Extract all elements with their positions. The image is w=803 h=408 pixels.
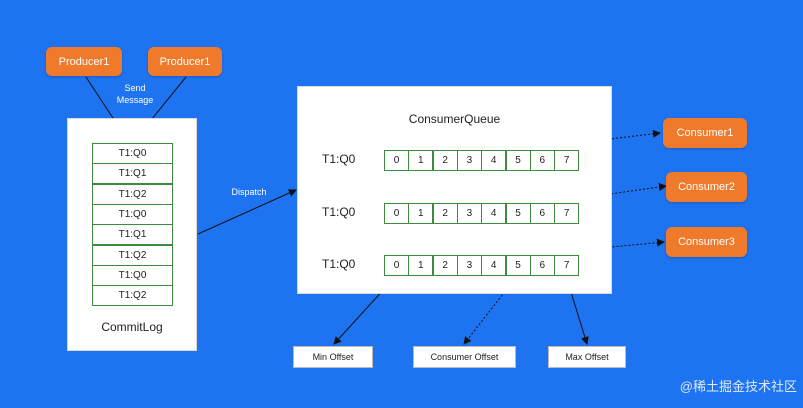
queue-cell: 7 <box>554 150 580 171</box>
queue-cell: 5 <box>505 255 531 276</box>
max-offset-box: Max Offset <box>548 346 626 368</box>
queue-cell: 3 <box>456 255 482 276</box>
commitlog-entry: T1:Q2 <box>92 244 173 266</box>
producer-box-2: Producer1 <box>148 47 222 76</box>
consumer-box-1: Consumer1 <box>663 118 747 148</box>
queue-cell: 5 <box>505 203 531 224</box>
commitlog-entry: T1:Q0 <box>92 203 173 225</box>
queue-cell: 3 <box>456 150 482 171</box>
queue-cell: 6 <box>529 150 555 171</box>
consumer-box-2: Consumer2 <box>666 172 747 202</box>
send-label-line1: Send <box>124 83 146 93</box>
queue-cell: 7 <box>554 255 580 276</box>
queue-cell: 2 <box>432 203 458 224</box>
send-label-line2: Message <box>116 95 154 105</box>
queue-cell: 0 <box>384 203 409 224</box>
queue-cell: 1 <box>408 150 434 171</box>
consumerqueue-title: ConsumerQueue <box>408 112 501 126</box>
producer-box-1: Producer1 <box>46 47 122 76</box>
queue-row-label: T1:Q0 <box>322 257 356 271</box>
watermark: @稀土掘金技术社区 <box>679 379 797 394</box>
commitlog-entry: T1:Q2 <box>92 285 173 307</box>
commitlog-entry: T1:Q1 <box>92 224 173 246</box>
queue-cell: 1 <box>408 203 434 224</box>
queue-cell: 6 <box>529 203 555 224</box>
send-message-label: Send Message <box>104 82 166 106</box>
queue-cell: 0 <box>384 255 409 276</box>
commitlog-entry: T1:Q0 <box>92 264 173 286</box>
dispatch-label: Dispatch <box>231 187 267 197</box>
queue-cell: 2 <box>432 150 458 171</box>
commitlog-entry: T1:Q1 <box>92 163 173 185</box>
queue-row-label: T1:Q0 <box>322 205 356 219</box>
queue-cell: 4 <box>481 255 507 276</box>
arrow-dispatch <box>197 189 297 235</box>
consumer-box-3: Consumer3 <box>666 227 747 257</box>
queue-cell: 4 <box>481 150 507 171</box>
consumer-offset-box: Consumer Offset <box>413 346 516 368</box>
queue-cell: 6 <box>529 255 555 276</box>
min-offset-box: Min Offset <box>293 346 373 368</box>
queue-cell: 7 <box>554 203 580 224</box>
commitlog-title: CommitLog <box>101 320 163 334</box>
queue-cell: 5 <box>505 150 531 171</box>
commitlog-entry: T1:Q0 <box>92 143 173 164</box>
queue-cell: 3 <box>456 203 482 224</box>
queue-cell: 4 <box>481 203 507 224</box>
queue-cell: 2 <box>432 255 458 276</box>
commitlog-entry: T1:Q2 <box>92 183 173 205</box>
queue-row-label: T1:Q0 <box>322 152 356 166</box>
queue-cell: 1 <box>408 255 434 276</box>
queue-cell: 0 <box>384 150 409 171</box>
